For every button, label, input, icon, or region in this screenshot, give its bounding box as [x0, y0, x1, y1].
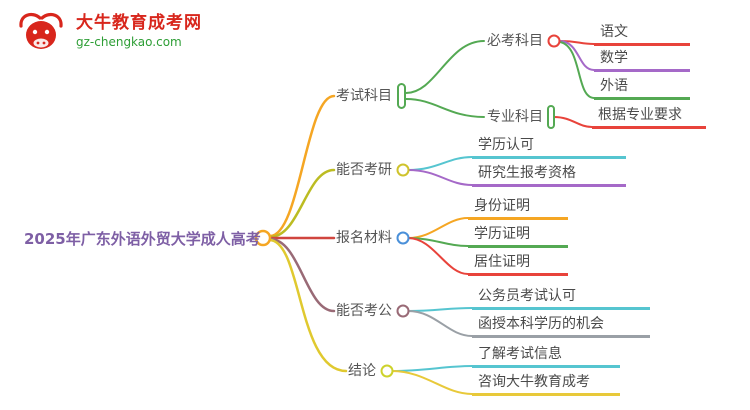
connector-exam-subjects: [268, 94, 336, 238]
root-topic: 2025年广东外语外贸大学成人高考: [24, 230, 261, 248]
major-subjects-marker: [547, 105, 555, 129]
leaf-residence-proof: 居住证明: [468, 253, 568, 276]
exam-subjects-marker: [397, 83, 406, 109]
node-markers: [254, 34, 561, 378]
node-conclusion: 结论: [348, 363, 376, 379]
connector-major-subjects: [405, 98, 485, 118]
connector-foreign-language: [559, 41, 595, 99]
leaf-chinese: 语文: [594, 23, 690, 46]
node-required-subjects: 必考科目: [487, 33, 543, 49]
leaf-consult-daniu-education: 咨询大牛教育成考: [472, 373, 620, 396]
connector-identity-proof: [407, 217, 469, 239]
postgrad-eligibility-marker: [396, 163, 410, 177]
required-subjects-marker: [547, 34, 561, 48]
sub-branch-curves: [391, 40, 595, 395]
leaf-per-major-requirements: 根据专业要求: [592, 106, 706, 129]
connector-consult-education: [391, 370, 473, 395]
civil-service-eligibility-marker: [396, 304, 410, 318]
connector-residence-proof: [407, 237, 469, 275]
leaf-identity-proof: 身份证明: [468, 197, 568, 220]
connector-math: [559, 40, 595, 71]
connector-learn-exam-info: [391, 365, 473, 372]
node-postgrad-eligibility: 能否考研: [336, 162, 392, 178]
site-url: gz-chengkao.com: [76, 34, 182, 49]
connector-required-subjects: [405, 40, 485, 94]
leaf-degree-recognized: 学历认可: [472, 136, 626, 159]
connector-correspondence-degree: [407, 310, 473, 337]
node-major-subjects: 专业科目: [487, 109, 543, 125]
leaf-foreign-language: 外语: [594, 77, 690, 100]
leaf-math: 数学: [594, 49, 690, 72]
site-name: 大牛教育成考网: [76, 13, 202, 34]
leaf-education-proof: 学历证明: [468, 225, 568, 248]
connector-civil-service-eligibility: [268, 237, 336, 313]
node-registration-materials: 报名材料: [336, 230, 392, 246]
connector-degree-recognized: [407, 156, 473, 171]
bull-icon: [19, 12, 63, 49]
connector-civil-exam-recognized: [407, 307, 473, 312]
conclusion-marker: [380, 364, 394, 378]
root-node-marker: [254, 229, 272, 247]
leaf-civil-exam-recognized: 公务员考试认可: [472, 287, 650, 310]
connector-postgrad-eligibility: [268, 168, 336, 239]
registration-materials-marker: [396, 231, 410, 245]
node-exam-subjects: 考试科目: [336, 88, 392, 104]
connector-postgrad-qualification: [407, 169, 473, 186]
main-branch-curves: [268, 94, 348, 373]
site-logo[interactable]: 大牛教育成考网 gz-chengkao.com: [14, 10, 202, 54]
leaf-correspondence-degree-opportunity: 函授本科学历的机会: [472, 315, 650, 338]
node-civil-service-eligibility: 能否考公: [336, 303, 392, 319]
connector-per-major-requirements: [553, 116, 593, 128]
leaf-learn-exam-info: 了解考试信息: [472, 345, 620, 368]
connector-conclusion: [268, 238, 348, 373]
leaf-postgrad-application-qualification: 研究生报考资格: [472, 164, 626, 187]
